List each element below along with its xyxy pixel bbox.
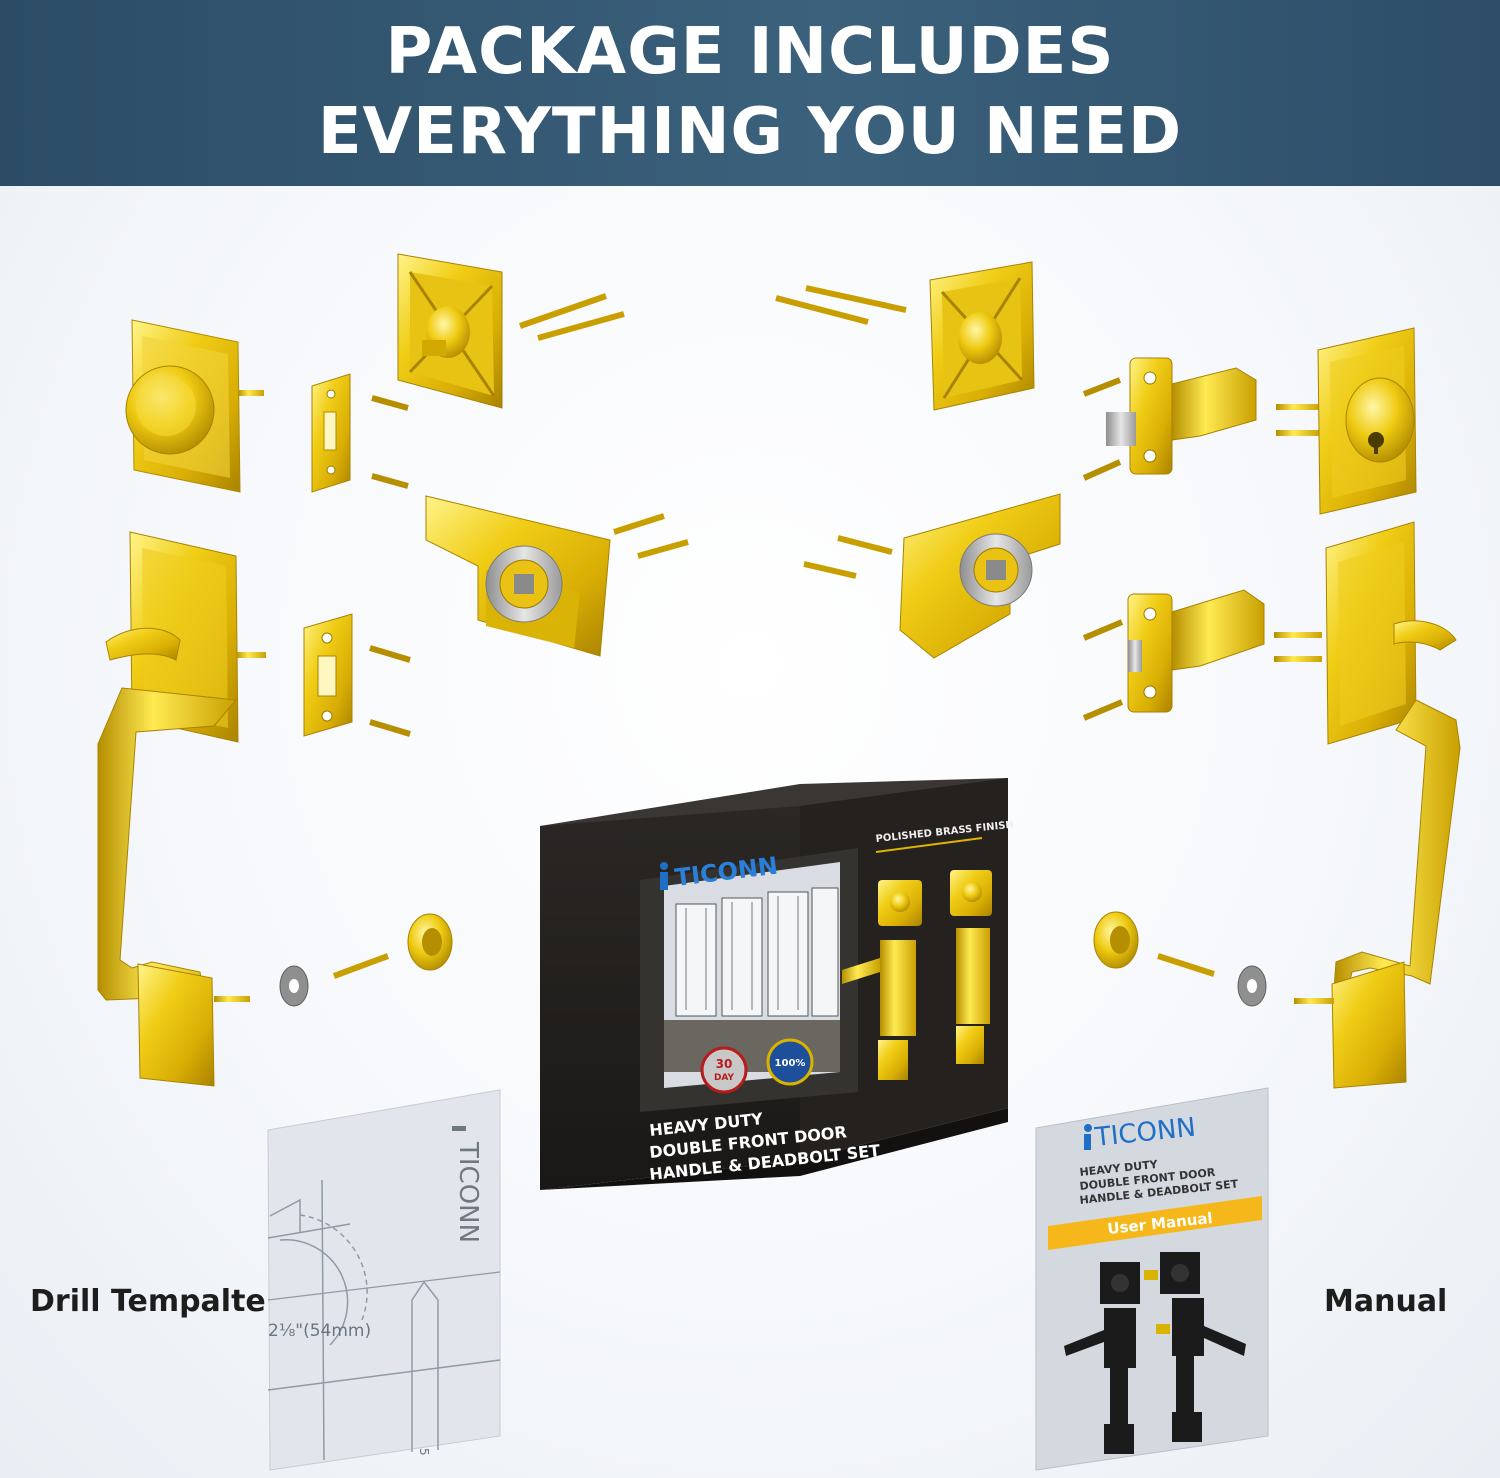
right-deadbolt-latch-screws [1082,377,1122,481]
left-latch-screws [369,645,411,737]
manual-black-lockset-image [1064,1252,1246,1454]
user-manual: TICONN HEAVY DUTY DOUBLE FRONT DOOR HAND… [1035,1087,1269,1471]
left-mount-washer [279,965,309,1007]
left-handle-interior-chassis [425,495,611,657]
right-deadbolt-long-screws [775,285,907,325]
product-box: 30 DAY 100% TICONN HEAVY DUTY DOUBLE FRO… [540,778,1014,1190]
right-deadbolt-keyed [1276,327,1417,515]
box-badge-30-day: 30 DAY [700,1046,748,1094]
template-measurement-text: 2⅛"(54mm) [268,1321,371,1341]
right-deadbolt-latch [1106,357,1257,475]
right-handleset-exterior [1274,521,1461,1089]
right-handle-interior-chassis [899,493,1061,659]
template-brand-logo: TICONN [452,1126,483,1243]
left-chassis-screws [613,513,689,559]
right-mount-screw [1157,953,1215,977]
header-banner: PACKAGE INCLUDES EVERYTHING YOU NEED [0,0,1500,186]
manual-label: Manual [1324,1284,1448,1319]
left-deadbolt-thumbturn [125,319,264,493]
badge-30-text: 30 [716,1057,733,1071]
box-badge-satisfaction: 100% [766,1038,814,1086]
header-title-line2: EVERYTHING YOU NEED [317,95,1183,169]
badge-day-text: DAY [714,1073,735,1083]
left-deadbolt-long-screws [519,293,625,341]
template-page-number: 5 [417,1448,431,1456]
template-brand-text: TICONN [453,1141,483,1243]
left-latch-strike-plate [303,613,353,737]
drill-template: 2⅛"(54mm) 5 TICONN [267,1089,501,1471]
left-deadbolt-interior-chassis [397,253,503,409]
product-parts-scene: 30 DAY 100% TICONN HEAVY DUTY DOUBLE FRO… [97,253,1461,1471]
right-mount-bushing [1093,911,1139,969]
badge-100-text: 100% [775,1058,806,1069]
right-handle-latch-screws [1082,619,1124,721]
box-side-product-photo [842,870,992,1080]
left-strike-screws [371,395,409,489]
right-chassis-screws [803,535,893,579]
right-deadbolt-interior-chassis [929,261,1035,411]
left-mount-bushing [407,913,453,971]
left-handleset-exterior [97,531,266,1087]
right-handle-latch [1127,589,1265,713]
left-deadbolt-strike-plate [311,373,351,493]
drill-template-label: Drill Tempalte [30,1284,266,1319]
left-mount-screw [332,953,390,979]
right-mount-washer [1237,965,1267,1007]
header-title-line1: PACKAGE INCLUDES [385,15,1115,89]
manual-banner [1048,1196,1262,1250]
box-door-photo [664,887,840,1072]
